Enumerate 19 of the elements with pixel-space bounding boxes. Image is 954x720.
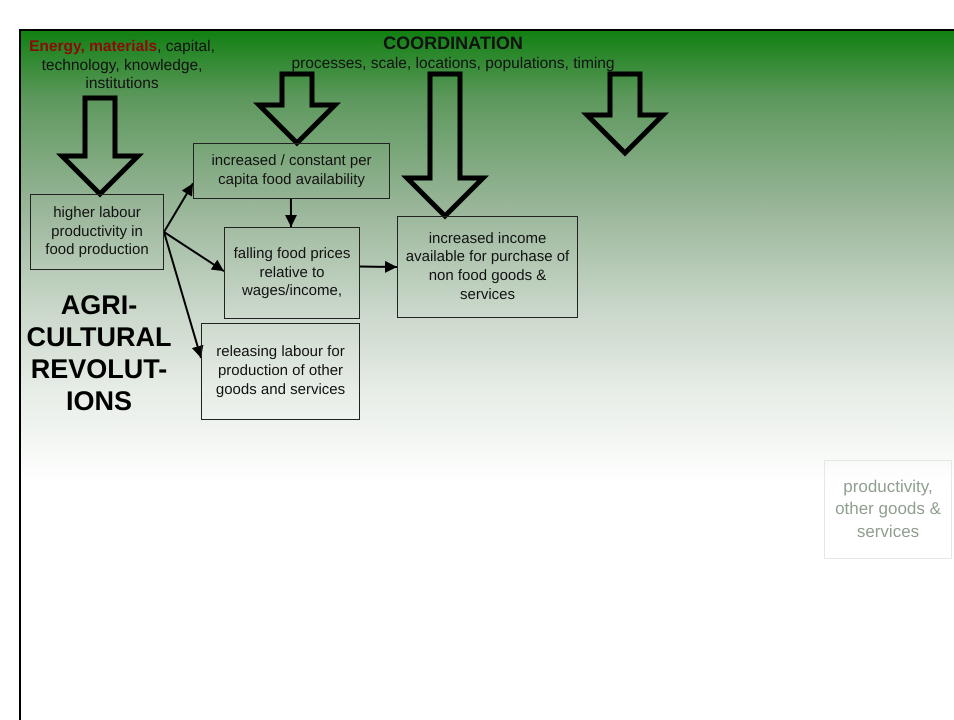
arrow	[163, 182, 194, 233]
hollow-arrow	[400, 72, 490, 220]
arrow	[163, 232, 204, 358]
process-box: productivity, other goods & services	[824, 460, 952, 559]
heading: COORDINATION	[383, 32, 523, 54]
input-list-text: processes, scale, locations, populations, timing	[291, 54, 615, 74]
hollow-arrow	[56, 96, 144, 198]
hollow-arrow	[252, 72, 342, 147]
hollow-arrow	[580, 72, 670, 157]
section-title: AGRI- CULTURAL REVOLUT- IONS	[26, 290, 172, 418]
input-list-text: Energy, materials, capital, technology, knowledge, institutions	[28, 38, 216, 94]
process-box: increased / constant per capita food availability	[193, 143, 390, 199]
process-box: increased income available for purchase of non food goods & services	[397, 216, 578, 318]
arrow	[360, 260, 398, 273]
process-box: releasing labour for production of other goods and services	[201, 323, 360, 420]
arrow	[163, 231, 225, 272]
arrow	[285, 199, 297, 227]
process-box: falling food prices relative to wages/income,	[224, 227, 360, 319]
process-box: higher labour productivity in food production	[30, 194, 164, 270]
